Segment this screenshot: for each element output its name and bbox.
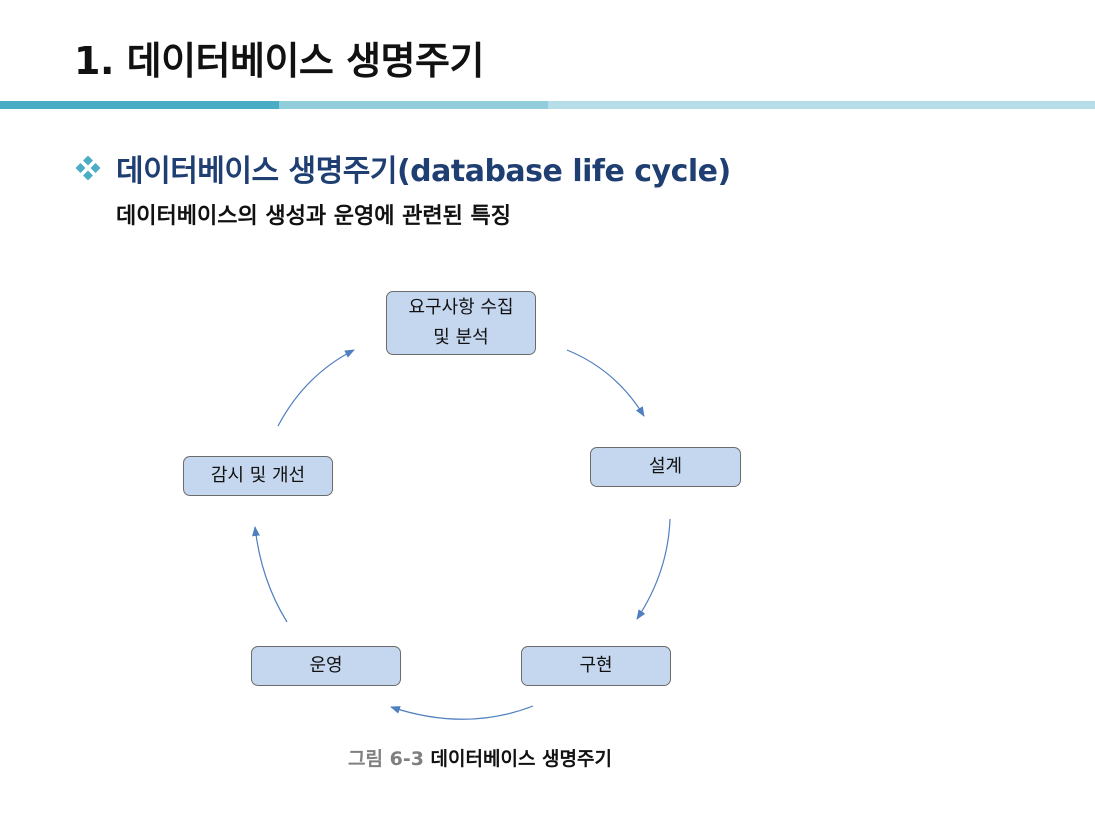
slide-title: 1. 데이터베이스 생명주기 xyxy=(74,39,484,83)
node-requirements-analysis: 요구사항 수집 및 분석 xyxy=(386,291,536,355)
node-operation: 운영 xyxy=(251,646,401,686)
accent-bar-segment-1 xyxy=(0,101,279,109)
diamond-bullet-icon xyxy=(76,156,100,180)
arrow-monitoring-to-requirements xyxy=(277,349,355,427)
node-design: 설계 xyxy=(590,447,741,487)
node-design-label: 설계 xyxy=(648,456,683,477)
node-operation-label: 운영 xyxy=(309,655,343,676)
node-monitoring-improvement: 감시 및 개선 xyxy=(183,456,333,496)
arrow-implementation-to-operation xyxy=(390,705,534,720)
node-requirements-line1: 요구사항 수집 xyxy=(408,297,514,318)
section-subheading: 데이터베이스의 생성과 운영에 관련된 특징 xyxy=(116,204,511,229)
accent-bar-segment-2 xyxy=(279,101,548,109)
node-requirements-line2: 및 분석 xyxy=(433,327,489,348)
section-heading: 데이터베이스 생명주기(database life cycle) xyxy=(76,146,731,190)
figure-caption: 그림 6-3 데이터베이스 생명주기 xyxy=(0,744,960,771)
node-implementation-label: 구현 xyxy=(579,655,613,676)
figure-caption-text: 데이터베이스 생명주기 xyxy=(423,748,612,770)
section-heading-text: 데이터베이스 생명주기(database life cycle) xyxy=(116,154,731,189)
node-implementation: 구현 xyxy=(521,646,671,686)
arrow-design-to-implementation xyxy=(636,518,671,620)
arrow-operation-to-monitoring xyxy=(252,526,288,623)
accent-bar-segment-3 xyxy=(548,101,1095,109)
node-monitoring-label: 감시 및 개선 xyxy=(210,465,306,486)
figure-caption-label: 그림 6-3 xyxy=(348,748,424,770)
arrow-requirements-to-design xyxy=(566,349,645,417)
